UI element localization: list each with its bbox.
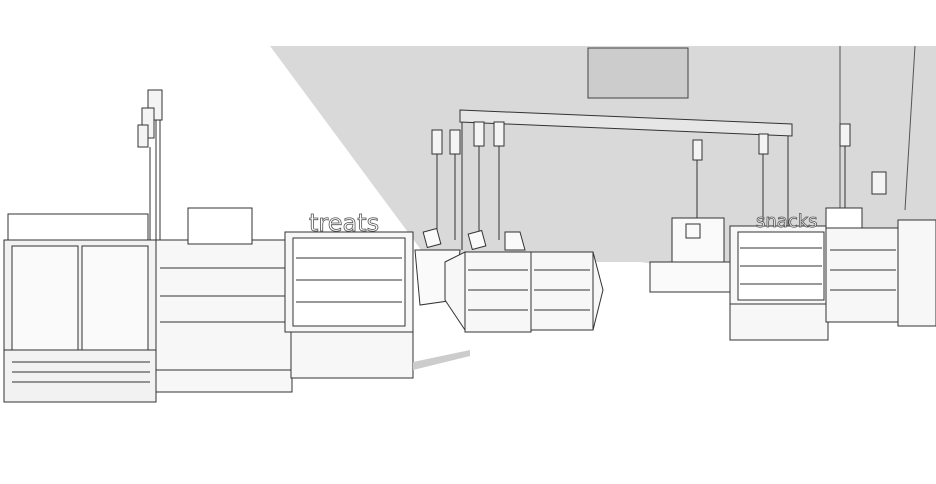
left-freezer [3,213,157,403]
center-gondola [444,251,604,333]
wall-panel [587,47,689,99]
snacks-fixture [729,207,936,341]
floor-shadow [413,350,470,370]
checkout-canopy [459,109,793,250]
left-gondola [155,207,293,393]
treats-sign: treats [309,209,379,237]
treats-fixture [284,231,414,379]
checkout-lane-signs [137,89,887,240]
snacks-sign: snacks [756,211,818,232]
